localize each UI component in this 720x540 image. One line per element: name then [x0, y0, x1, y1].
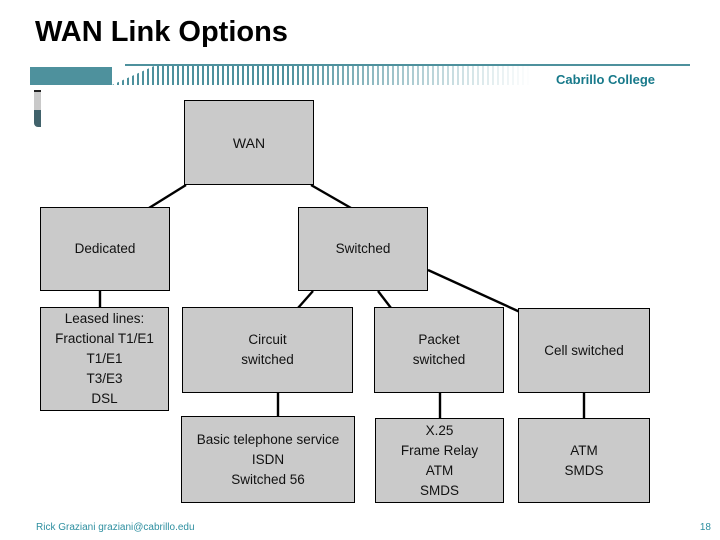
node-cell-switched: Cell switched [518, 308, 650, 393]
node-packet-switched: Packet switched [374, 307, 504, 393]
node-dedicated: Dedicated [40, 207, 170, 291]
edge-switched-circuit [297, 290, 314, 309]
node-basic-telephone: Basic telephone service ISDN Switched 56 [181, 416, 355, 503]
decoration-bar-light [34, 90, 41, 110]
banner-stripes-fade [112, 66, 545, 85]
banner-top-rule [125, 64, 690, 66]
node-switched: Switched [298, 207, 428, 291]
page-title: WAN Link Options [35, 16, 288, 48]
edge-wan-switched [310, 183, 352, 210]
node-atm-group: ATM SMDS [518, 418, 650, 503]
node-leased-lines: Leased lines: Fractional T1/E1 T1/E1 T3/… [40, 307, 169, 411]
decoration-bar-dark [34, 110, 41, 127]
edge-switched-cell [427, 268, 521, 314]
node-wan: WAN [184, 100, 314, 185]
node-circuit-switched: Circuit switched [182, 307, 353, 393]
brand-name: Cabrillo College [556, 72, 655, 87]
banner-solid-block [30, 67, 115, 85]
edge-wan-dedicated [148, 183, 187, 210]
node-x25-group: X.25 Frame Relay ATM SMDS [375, 418, 504, 503]
edge-switched-packet [377, 290, 392, 309]
page-number: 18 [699, 522, 711, 533]
footer-author: Rick Graziani graziani@cabrillo.edu [36, 522, 195, 533]
